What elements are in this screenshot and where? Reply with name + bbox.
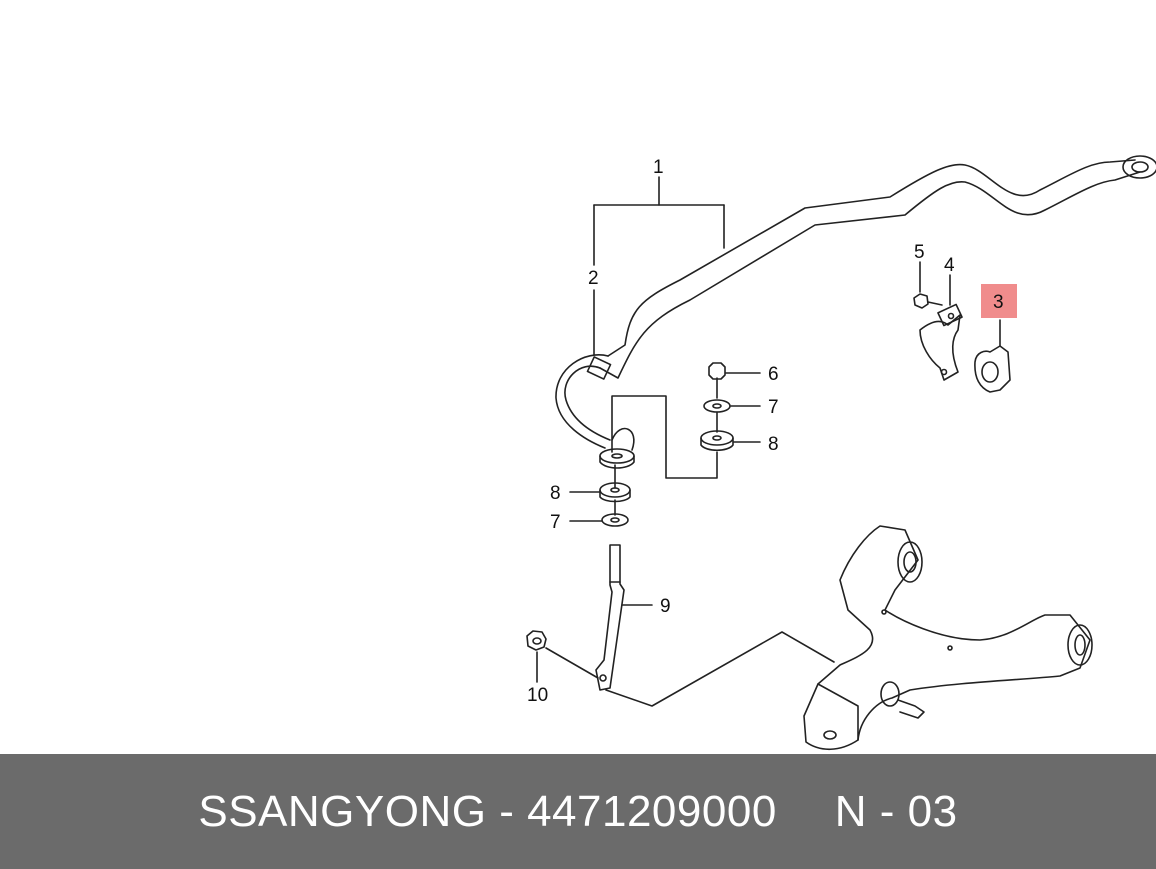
callout-label-8-left[interactable]: 8 bbox=[550, 483, 561, 504]
link-connector-lines bbox=[611, 377, 718, 516]
footer-bar: SSANGYONG - 4471209000 N - 03 bbox=[0, 754, 1156, 869]
stabilizer-link-drawing bbox=[595, 544, 625, 691]
callout-label-9[interactable]: 9 bbox=[660, 596, 671, 617]
bushing-3-drawing bbox=[974, 319, 1011, 393]
stabilizer-bar-drawing bbox=[555, 155, 1156, 451]
link-top-bushing bbox=[599, 448, 635, 469]
callout-label-10[interactable]: 10 bbox=[527, 685, 548, 706]
callout-label-8-right[interactable]: 8 bbox=[768, 434, 779, 455]
callout-1-bracket bbox=[593, 176, 725, 356]
callout-label-4[interactable]: 4 bbox=[944, 255, 955, 276]
callout-label-3[interactable]: 3 bbox=[993, 292, 1004, 313]
control-arm-drawing bbox=[605, 525, 1093, 751]
footer-brand-part-number: SSANGYONG - 4471209000 bbox=[198, 786, 777, 836]
hardware-stack-right bbox=[700, 362, 734, 452]
parts-diagram: 1 2 3 4 5 6 7 8 8 7 9 10 bbox=[526, 155, 1156, 751]
callout-label-5[interactable]: 5 bbox=[914, 242, 925, 263]
footer-reference-code: N - 03 bbox=[834, 786, 958, 836]
bracket-bolt-drawing bbox=[913, 261, 963, 381]
hardware-stack-left bbox=[599, 482, 631, 527]
callout-label-2[interactable]: 2 bbox=[588, 268, 599, 289]
highlight-box-3 bbox=[981, 284, 1017, 318]
leader-lines bbox=[536, 372, 761, 683]
callout-label-6[interactable]: 6 bbox=[768, 364, 779, 385]
callout-label-7-right[interactable]: 7 bbox=[768, 397, 779, 418]
nut-10-drawing bbox=[526, 630, 599, 679]
callout-label-7-left[interactable]: 7 bbox=[550, 512, 561, 533]
callout-label-1[interactable]: 1 bbox=[653, 157, 664, 178]
